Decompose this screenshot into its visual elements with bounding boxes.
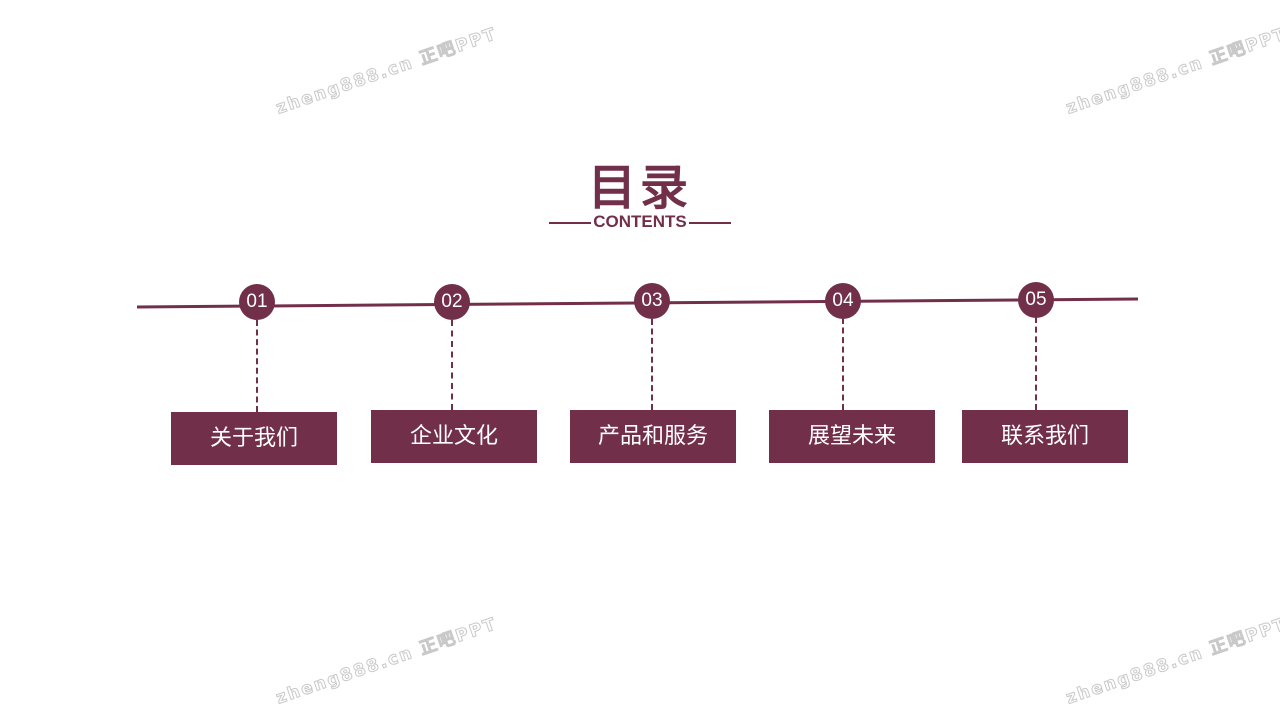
toc-item-contact[interactable]: 联系我们 <box>962 410 1128 463</box>
divider <box>688 221 731 224</box>
item-number-badge: 02 <box>434 284 470 320</box>
connector-dashed-line <box>842 318 844 410</box>
item-number-badge: 03 <box>634 283 670 319</box>
connector-dashed-line <box>256 320 258 412</box>
connector-dashed-line <box>1035 317 1037 410</box>
toc-item-products[interactable]: 产品和服务 <box>570 410 736 463</box>
subtitle-text: CONTENTS <box>593 212 687 231</box>
page-title: 目录 <box>587 160 692 216</box>
toc-item-culture[interactable]: 企业文化 <box>371 410 537 463</box>
item-number-badge: 04 <box>825 283 861 319</box>
item-number-badge: 05 <box>1018 282 1054 318</box>
connector-dashed-line <box>451 320 453 410</box>
toc-item-outlook[interactable]: 展望未来 <box>769 410 935 463</box>
page-subtitle: CONTENTS <box>0 212 1280 232</box>
item-number-badge: 01 <box>239 284 275 320</box>
toc-item-about-us[interactable]: 关于我们 <box>171 412 337 465</box>
connector-dashed-line <box>651 319 653 410</box>
divider <box>549 221 592 224</box>
